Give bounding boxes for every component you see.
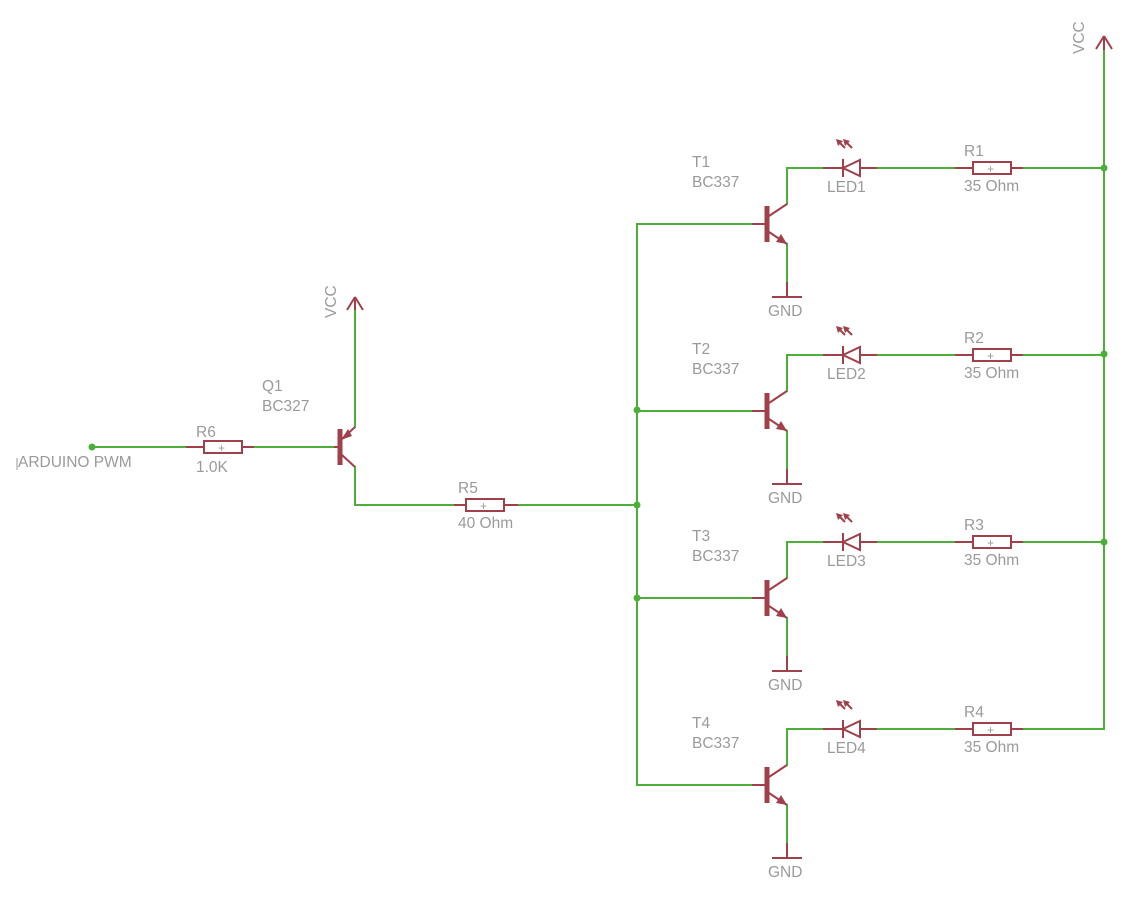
led-4 <box>823 700 877 739</box>
transistor-q1: Q1 BC327 <box>262 378 356 468</box>
stage-led-name: LED4 <box>827 740 866 757</box>
stage-resistor-value: 35 Ohm <box>964 739 1019 756</box>
stage-transistor-name: T3 <box>692 528 710 545</box>
stage-resistor-value: 35 Ohm <box>964 365 1019 382</box>
q1-part: BC327 <box>262 398 309 415</box>
stage-resistor-name: R4 <box>964 704 984 721</box>
input-label: ARDUINO PWM <box>18 454 132 471</box>
stage-resistor-value: 35 Ohm <box>964 178 1019 195</box>
junction-bus-r5 <box>633 501 641 509</box>
r6-mark: + <box>218 441 225 455</box>
resistor-r5: + R5 40 Ohm <box>454 480 518 532</box>
transistor-t1 <box>752 203 788 245</box>
stage-transistor-part: BC337 <box>692 361 739 378</box>
r6-name: R6 <box>196 424 216 441</box>
r5-mark: + <box>480 499 487 513</box>
vcc-label-top: VCC <box>1071 21 1088 54</box>
led-2 <box>823 326 877 365</box>
stage-gnd-label: GND <box>768 303 802 320</box>
stage-transistor-name: T2 <box>692 341 710 358</box>
vcc-label-q1: VCC <box>323 285 340 318</box>
resistor-r2 <box>955 348 1023 362</box>
stage-transistor-part: BC337 <box>692 174 739 191</box>
transistor-t2 <box>752 390 788 432</box>
led-1 <box>823 139 877 178</box>
vcc-symbol-q1: VCC <box>323 285 364 318</box>
stage-resistor-name: R2 <box>964 330 984 347</box>
input-node <box>88 443 96 451</box>
stage-transistor-part: BC337 <box>692 548 739 565</box>
led-3 <box>823 513 877 552</box>
vcc-symbol-top: VCC <box>1071 21 1113 54</box>
stage-resistor-mark: + <box>987 536 994 550</box>
stage-resistor-mark: + <box>987 723 994 737</box>
resistor-r1 <box>955 161 1023 175</box>
r5-name: R5 <box>458 480 478 497</box>
wires <box>91 49 1105 786</box>
resistor-r6: + R6 1.0K <box>186 424 254 476</box>
stage-resistor-value: 35 Ohm <box>964 552 1019 569</box>
stage-transistor-name: T4 <box>692 715 710 732</box>
stage-resistor-name: R1 <box>964 143 984 160</box>
transistor-t3 <box>752 577 788 619</box>
input-terminal: ARDUINO PWM <box>16 443 132 471</box>
stage-gnd-label: GND <box>768 490 802 507</box>
stage-led-name: LED3 <box>827 553 866 570</box>
r5-value: 40 Ohm <box>458 515 513 532</box>
stage-gnd-label: GND <box>768 864 802 881</box>
resistor-r3 <box>955 535 1023 549</box>
stage-resistor-name: R3 <box>964 517 984 534</box>
stage-transistor-part: BC337 <box>692 735 739 752</box>
stage-led-name: LED1 <box>827 179 866 196</box>
stage-resistor-mark: + <box>987 162 994 176</box>
transistor-t4 <box>752 764 788 806</box>
stage-transistor-name: T1 <box>692 154 710 171</box>
r6-value: 1.0K <box>196 459 229 476</box>
stage-gnd-label: GND <box>768 677 802 694</box>
stage-resistor-mark: + <box>987 349 994 363</box>
q1-name: Q1 <box>262 378 283 395</box>
stage-led-name: LED2 <box>827 366 866 383</box>
resistor-r4 <box>955 722 1023 736</box>
